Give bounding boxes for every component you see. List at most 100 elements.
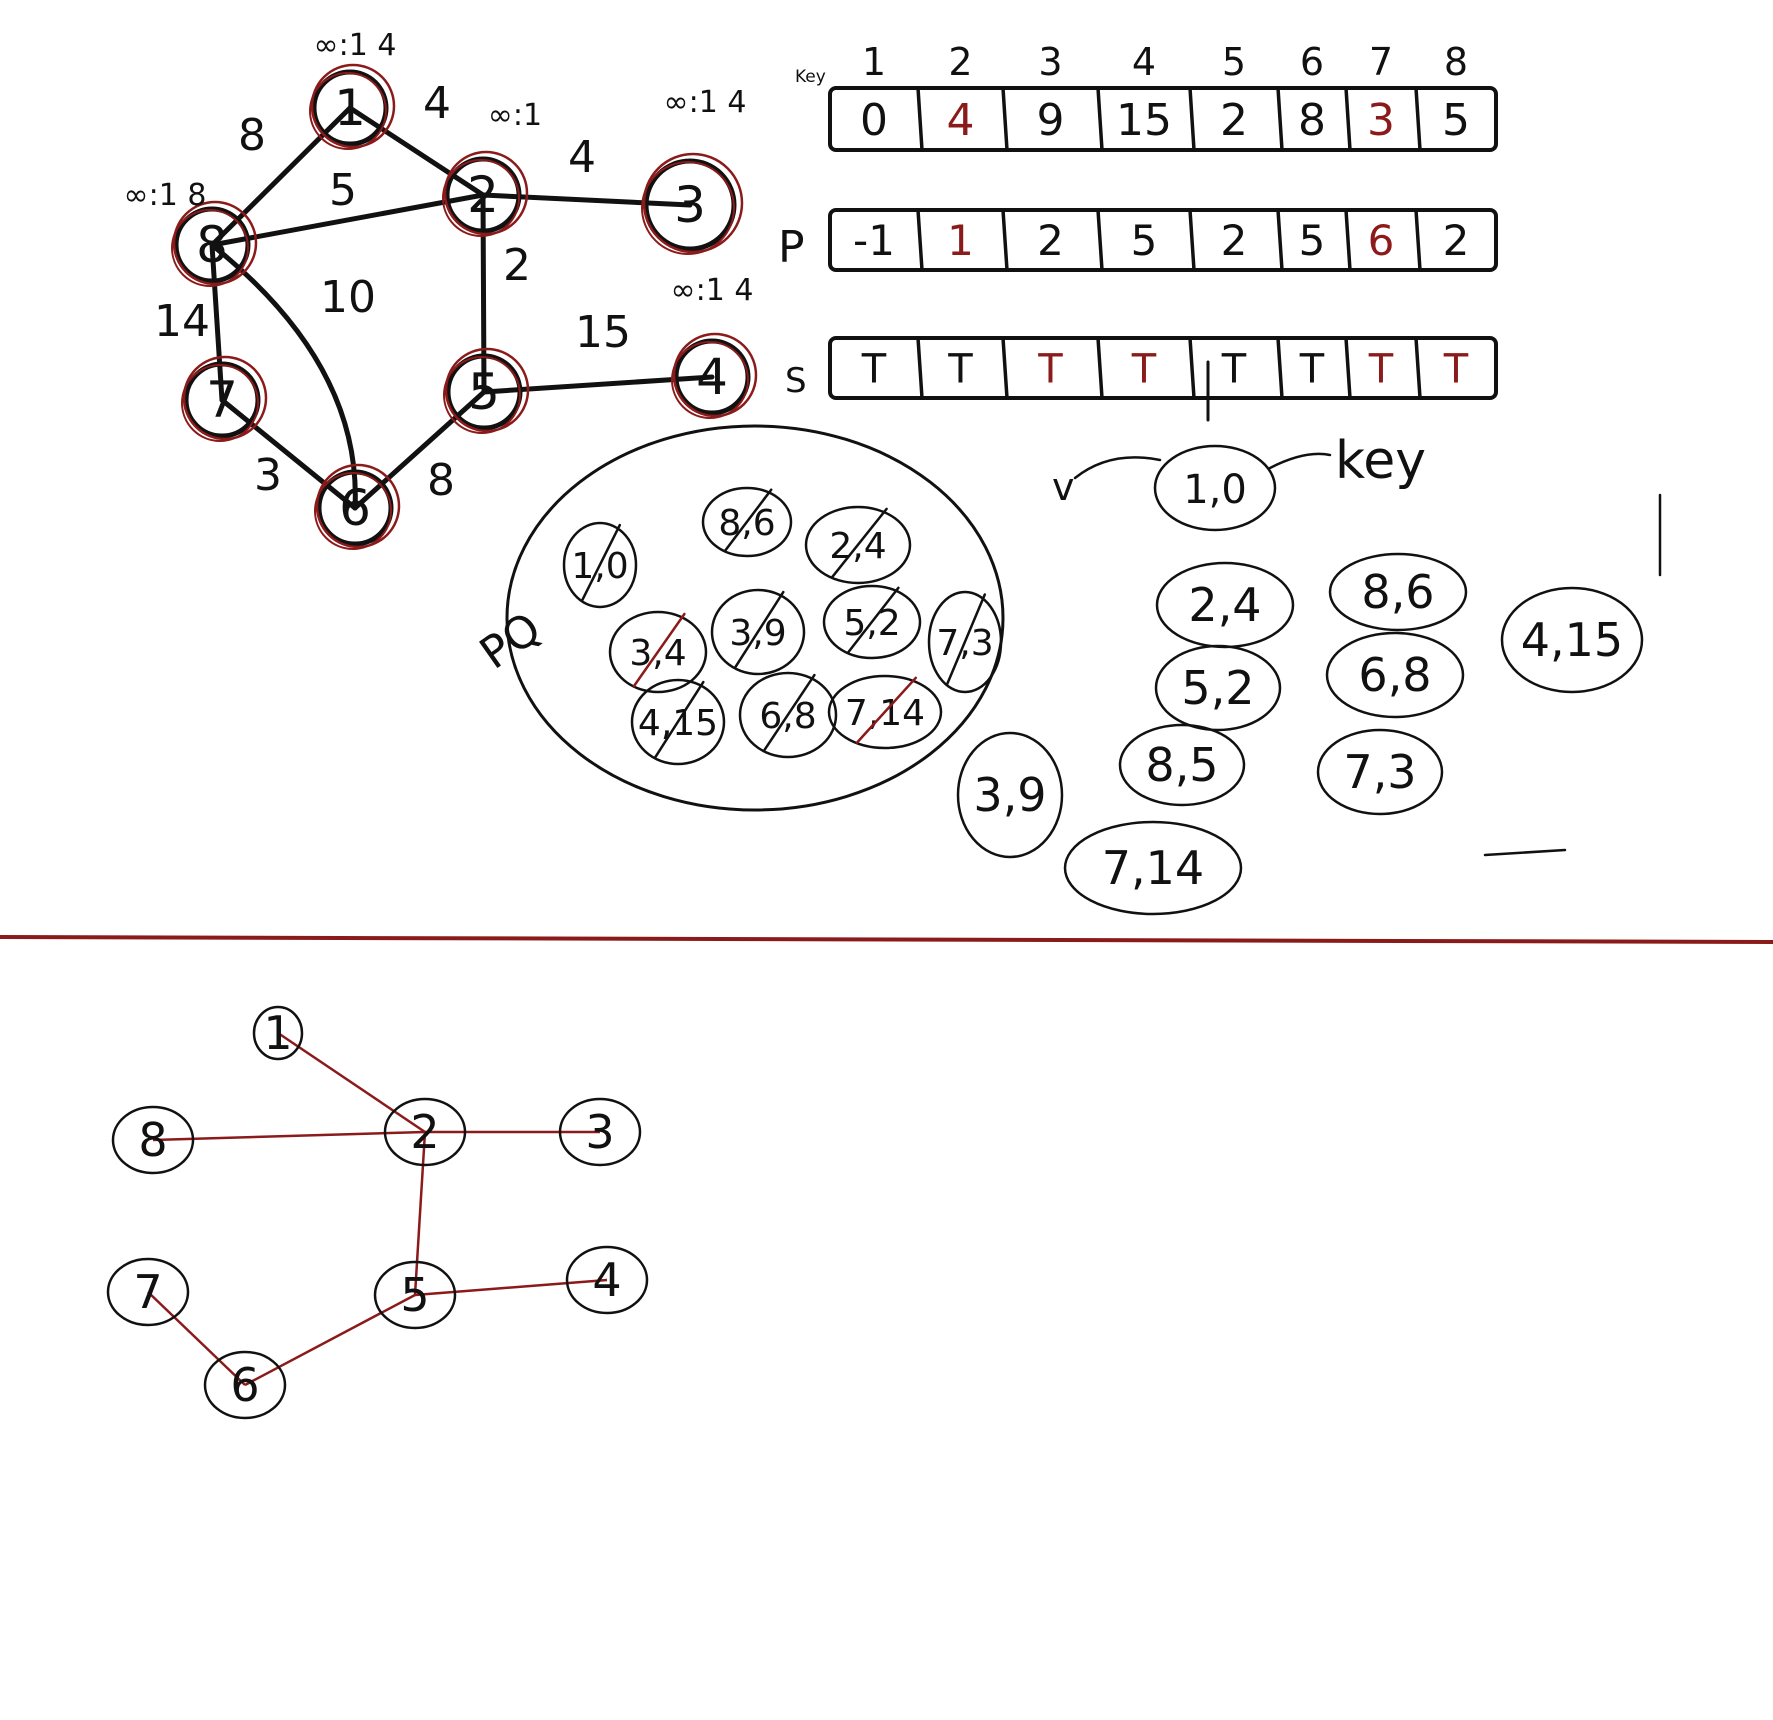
row-parent-cell-3: 2: [1037, 216, 1064, 265]
mst-node-6: 6: [203, 1350, 287, 1420]
array-index-6: 6: [1300, 40, 1324, 84]
edge-weight-5-4: 15: [575, 307, 631, 358]
mst-node-label-1: 1: [263, 1006, 292, 1060]
extracted-pair-text: 7,3: [1343, 745, 1416, 799]
row-key-cell-4: 15: [1116, 95, 1172, 146]
priority-queue-bag: [505, 424, 1005, 812]
row-parent-frame: [828, 208, 1498, 272]
edge-8-2: [209, 192, 486, 248]
row-visited-cell-8: T: [1443, 346, 1469, 392]
edge-6-5: [352, 389, 487, 511]
row-key-frame: [828, 86, 1498, 152]
extracted-pair-text: 2,4: [1188, 578, 1261, 632]
extracted-pair-text: 8,5: [1145, 738, 1218, 792]
row-visited-cell-6: T: [1299, 346, 1325, 392]
array-index-5: 5: [1222, 40, 1246, 84]
extracted-pair-text: 4,15: [1521, 613, 1623, 667]
mst-node-label-8: 8: [138, 1113, 167, 1167]
graph-node-6: 6: [314, 463, 401, 550]
extracted-pair: 7,14: [1063, 820, 1243, 916]
section-divider: [0, 935, 1773, 944]
pq-item: 3,4: [608, 610, 708, 694]
mst-node-7: 7: [106, 1257, 190, 1327]
graph-node-label-2: 2: [467, 166, 499, 224]
graph-node-annotations: ∞:1 4∞:1∞:1 4∞:1 4∞:1 8: [124, 28, 754, 308]
graph-node-8: 8: [171, 200, 258, 287]
legend-pair-text: 1,0: [1183, 467, 1247, 513]
extracted-pair-text: 8,6: [1361, 565, 1434, 619]
mst-node-1: 1: [252, 1005, 304, 1061]
graph-node-label-4: 4: [696, 348, 728, 406]
parent-array-label: P: [778, 222, 805, 273]
extracted-pair-text: 5,2: [1181, 661, 1254, 715]
row-key-cell-8: 5: [1442, 95, 1470, 146]
edge-2-5: [480, 192, 487, 395]
pq-item: 7,14: [827, 674, 943, 750]
edge-weight-6-5: 8: [427, 455, 455, 506]
graph-node-7: 7: [181, 355, 268, 442]
row-visited-cell-5: T: [1221, 346, 1247, 392]
mst-node-label-3: 3: [585, 1105, 614, 1159]
edge-weight-1-2: 4: [423, 78, 451, 129]
row-key-cell-1: 0: [860, 95, 888, 146]
row-parent-cell-6: 5: [1299, 216, 1326, 265]
graph-node-4: 4: [671, 332, 758, 419]
row-parent-cell-2: 1: [947, 216, 974, 265]
visited-array-label: S: [785, 361, 807, 401]
extracted-pair: 5,2: [1154, 644, 1282, 732]
mst-node-label-6: 6: [230, 1358, 259, 1412]
mst-edge-6-5: [244, 1293, 416, 1387]
mst-node-8: 8: [111, 1105, 195, 1175]
mst-edge-5-4: [414, 1278, 608, 1297]
row-visited-cell-2: T: [947, 346, 973, 392]
mst-node-2: 2: [383, 1097, 467, 1167]
graph-node-1: 1: [309, 63, 396, 150]
pq-item: 1,0: [562, 521, 638, 609]
row-key-cell-5: 2: [1220, 95, 1248, 146]
row-key-cell-7: 3: [1367, 95, 1395, 146]
edge-7-6: [219, 397, 358, 511]
pq-item: 5,2: [822, 584, 922, 660]
extracted-pair: 3,9: [956, 731, 1064, 859]
extracted-pair: 2,4: [1155, 561, 1295, 649]
row-visited-cell-4: T: [1131, 346, 1157, 392]
pair-legend: 1,0 v key: [1052, 431, 1662, 857]
graph-node-label-3: 3: [674, 176, 706, 234]
pq-item: 7,3: [927, 590, 1003, 694]
mst-node-4: 4: [565, 1245, 649, 1315]
pq-item: 6,8: [738, 671, 838, 759]
edge-2-3: [480, 192, 693, 208]
edge-8-7: [209, 242, 225, 403]
edge-weight-8-7: 14: [154, 296, 210, 347]
node-annotation-2: ∞:1: [488, 98, 542, 133]
array-index-4: 4: [1132, 40, 1156, 84]
graph-node-5: 5: [443, 347, 530, 434]
row-key-cell-2: 4: [947, 95, 975, 146]
array-index-3: 3: [1038, 40, 1062, 84]
graph-nodes: 1 2 3 4 567 8: [171, 63, 758, 550]
row-parent-cell-4: 5: [1131, 216, 1158, 265]
extracted-pair: 4,15: [1500, 586, 1644, 694]
pq-item: 2,4: [804, 505, 912, 585]
pq-item: 3,9: [710, 588, 806, 676]
extracted-pair: 8,6: [1328, 552, 1468, 632]
edge-1-8: [209, 105, 353, 248]
mst-node-3: 3: [558, 1097, 642, 1167]
node-annotation-4: ∞:1 4: [671, 273, 754, 308]
graph-node-2: 2: [442, 150, 529, 237]
extracted-pair: 7,3: [1316, 728, 1444, 816]
pq-item: 4,15: [630, 678, 726, 766]
mst-node-label-2: 2: [410, 1105, 439, 1159]
row-visited-cell-7: T: [1368, 346, 1394, 392]
row-visited-cell-3: T: [1037, 346, 1063, 392]
array-index-8: 8: [1444, 40, 1468, 84]
edge-weight-8-6: 10: [320, 272, 376, 323]
mst-edge-7-6: [147, 1291, 246, 1386]
